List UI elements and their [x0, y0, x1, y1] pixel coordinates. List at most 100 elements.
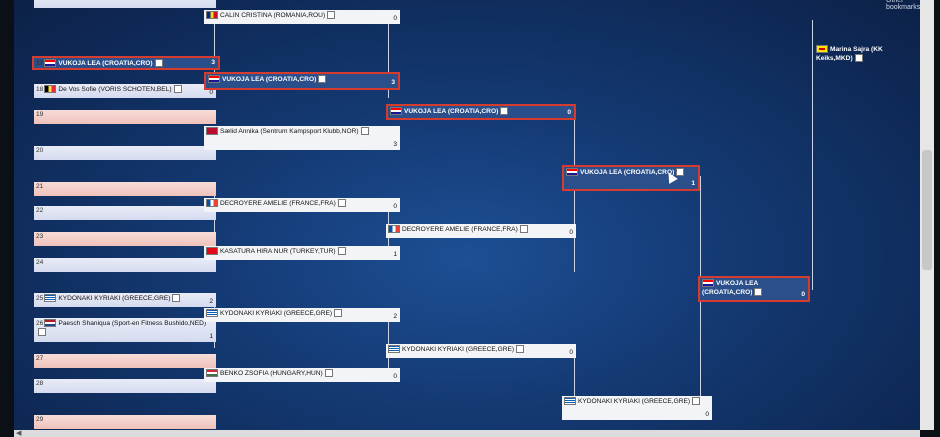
horizontal-scrollbar[interactable]: ◀: [14, 430, 920, 437]
r1-slot[interactable]: 16: [34, 0, 216, 8]
r3-slot[interactable]: DECROYERE AMELIE (FRANCE,FRA) 0: [386, 224, 576, 238]
slot-number: 24: [36, 259, 44, 266]
competitor-name: Sælid Annika (Sentrum Kampsport Klubb,NO…: [220, 127, 359, 135]
vertical-scrollbar[interactable]: [920, 0, 934, 430]
r2-slot[interactable]: KYDONAKI KYRIAKI (GREECE,GRE) 2: [204, 308, 400, 322]
bracket-connector-line: [388, 18, 389, 98]
chart-icon[interactable]: [854, 53, 863, 62]
bracket-connector-line: [700, 290, 701, 410]
flag-icon: [44, 59, 57, 67]
r2-slot[interactable]: CALIN CRISTINA (ROMANIA,ROU)0: [204, 10, 400, 24]
r1-slot[interactable]: 29: [34, 415, 216, 429]
r1-slot[interactable]: 21: [34, 182, 216, 196]
r1-slot[interactable]: 23: [34, 232, 216, 246]
chart-icon[interactable]: [154, 59, 163, 67]
score: 0: [393, 203, 397, 210]
r4-slot[interactable]: VUKOJA LEA (CROATIA,CRO) 1: [562, 165, 700, 191]
score: 0: [569, 229, 573, 236]
r5-slot[interactable]: VUKOJA LEA (CROATIA,CRO) 0: [698, 276, 810, 302]
score: 0: [569, 349, 573, 356]
competitor-name: KYDONAKI KYRIAKI (GREECE,GRE): [402, 345, 515, 353]
flag-icon: [390, 107, 402, 115]
r1-slot[interactable]: 27: [34, 354, 216, 368]
flag-icon: [44, 294, 57, 302]
chart-icon[interactable]: [519, 225, 528, 233]
competitor-name: KYDONAKI KYRIAKI (GREECE,GRE): [58, 294, 171, 302]
slot-number: 23: [36, 233, 44, 240]
score: 2: [393, 313, 397, 320]
r2-slot[interactable]: DECROYERE AMELIE (FRANCE,FRA)0: [204, 198, 400, 212]
r2-slot[interactable]: KASATURA HIRA NUR (TURKEY,TUR)1: [204, 246, 400, 260]
bracket-connector-line: [214, 190, 215, 260]
slot-number: 29: [36, 416, 44, 423]
chart-icon[interactable]: [360, 127, 369, 135]
score: 0: [705, 411, 709, 418]
scroll-left-icon[interactable]: ◀: [16, 430, 22, 437]
competitor-name: VUKOJA LEA (CROATIA,CRO): [580, 168, 675, 176]
score: 0: [393, 15, 397, 22]
competitor-name: DECROYERE AMELIE (FRANCE,FRA): [402, 225, 518, 233]
r3-slot[interactable]: VUKOJA LEA (CROATIA,CRO)0: [386, 104, 576, 120]
chart-icon[interactable]: [334, 309, 343, 317]
chart-icon[interactable]: [337, 199, 346, 207]
score: 2: [209, 298, 213, 305]
r1-slot[interactable]: 19: [34, 110, 216, 124]
bracket-connector-line: [574, 352, 575, 412]
r3-slot[interactable]: KYDONAKI KYRIAKI (GREECE,GRE) 0: [386, 344, 576, 358]
chart-icon[interactable]: [327, 11, 336, 19]
competitor-name: VUKOJA LEA (CROATIA,CRO): [222, 75, 317, 83]
chart-icon[interactable]: [516, 345, 525, 353]
score: 1: [691, 180, 695, 187]
flag-icon: [816, 45, 828, 53]
r1-slot[interactable]: 28: [34, 379, 216, 393]
chart-icon[interactable]: [173, 85, 182, 93]
bracket-connector-line: [574, 232, 575, 272]
r2-slot[interactable]: BENKO ZSOFIA (HUNGARY,HUN)0: [204, 368, 400, 382]
competitor-name: KASATURA HIRA NUR (TURKEY,TUR): [220, 247, 336, 255]
slot-number: 17: [36, 59, 44, 67]
competitor-name: De Vos Sofie (VORIS SCHOTEN,BEL): [58, 85, 172, 93]
flag-icon: [44, 85, 57, 93]
flag-icon: [206, 247, 218, 255]
chart-icon[interactable]: [692, 397, 701, 405]
score: 1: [209, 333, 213, 340]
scrollbar-thumb[interactable]: [922, 150, 932, 270]
slot-number: 26: [36, 319, 44, 327]
score: 0: [567, 109, 571, 116]
final-opponent-name: Marina Sajra (KK Keiks,MKD): [816, 45, 883, 62]
competitor-name: Paesch Shaniqua (Sport-en Fitness Bushid…: [58, 319, 207, 327]
slot-number: 25: [36, 294, 44, 302]
flag-icon: [206, 127, 218, 135]
final-opponent-slot[interactable]: Marina Sajra (KK Keiks,MKD): [814, 44, 904, 68]
flag-icon: [564, 397, 576, 405]
flag-icon: [206, 369, 218, 377]
flag-icon: [388, 225, 400, 233]
chart-icon[interactable]: [38, 327, 46, 336]
r1-slot[interactable]: 26 Paesch Shaniqua (Sport-en Fitness Bush…: [34, 318, 216, 342]
competitor-name: KYDONAKI KYRIAKI (GREECE,GRE): [220, 309, 333, 317]
r1-slot[interactable]: 20: [34, 146, 216, 160]
competitor-name: VUKOJA LEA (CROATIA,CRO): [702, 279, 759, 296]
flag-icon: [206, 309, 218, 317]
bookmarks-label[interactable]: Other bookmarks: [886, 0, 920, 11]
r2-slot[interactable]: VUKOJA LEA (CROATIA,CRO)3: [204, 72, 400, 90]
chart-icon[interactable]: [324, 369, 333, 377]
r4-slot[interactable]: KYDONAKI KYRIAKI (GREECE,GRE)0: [562, 396, 712, 420]
chart-icon[interactable]: [676, 168, 685, 176]
chart-icon[interactable]: [754, 287, 763, 296]
score: 0: [801, 291, 805, 298]
chart-icon[interactable]: [172, 294, 181, 302]
slot-number: 16: [36, 0, 43, 2]
competitor-name: BENKO ZSOFIA (HUNGARY,HUN): [220, 369, 323, 377]
chart-icon[interactable]: [337, 247, 346, 255]
r1-slot[interactable]: 22: [34, 206, 216, 220]
flag-icon: [566, 168, 578, 176]
chart-icon[interactable]: [500, 107, 509, 115]
r2-slot[interactable]: Sælid Annika (Sentrum Kampsport Klubb,NO…: [204, 126, 400, 150]
bracket-connector-line: [700, 176, 701, 286]
chart-icon[interactable]: [318, 75, 327, 83]
r1-slot[interactable]: 24: [34, 258, 216, 272]
r1-slot[interactable]: 25 KYDONAKI KYRIAKI (GREECE,GRE) 2: [34, 293, 216, 307]
